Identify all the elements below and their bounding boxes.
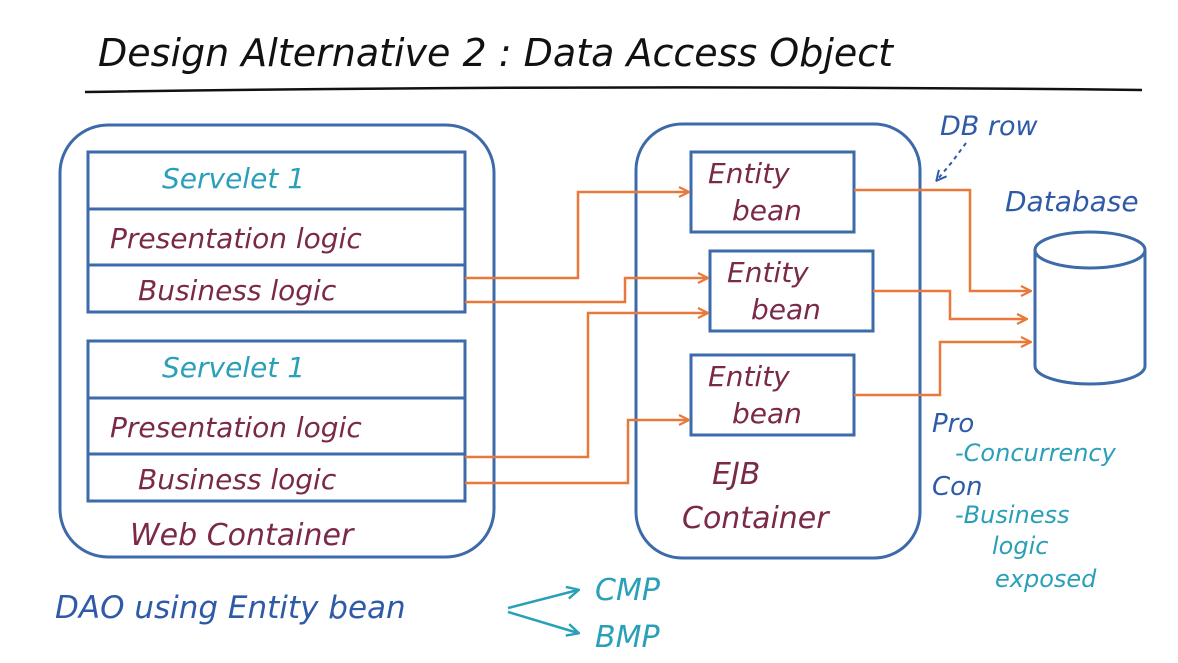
arrow-business1-to-bean1 — [465, 192, 688, 280]
entity-bean-sublabel: bean — [732, 194, 802, 227]
pros-cons: Pro -Concurrency Con -Business logic exp… — [932, 409, 1117, 593]
footer-option-bmp: BMP — [595, 620, 660, 655]
servlet-label: Servelet 1 — [162, 162, 305, 195]
con-heading: Con — [932, 472, 983, 502]
database-body — [1033, 250, 1147, 386]
pro-item: -Concurrency — [955, 439, 1117, 467]
ejb-label-line1: EJB — [712, 457, 760, 492]
pro-heading: Pro — [932, 409, 974, 439]
web-container: Servelet 1 Presentation logic Business l… — [58, 123, 496, 559]
footer-option-cmp: CMP — [595, 573, 661, 608]
entity-bean-label: Entity — [727, 256, 809, 289]
footer-note: DAO using Entity bean CMP BMP — [55, 573, 661, 655]
entity-bean-3: Entity bean — [689, 353, 856, 437]
entity-bean-box — [689, 150, 856, 234]
database-label: Database — [1005, 185, 1139, 218]
footer-arrow-cmp — [507, 590, 578, 610]
servlet-label: Servelet 1 — [162, 351, 305, 384]
diagram-title: Design Alternative 2 : Data Access Objec… — [98, 31, 895, 75]
entity-bean-1: Entity bean — [689, 150, 856, 234]
ejb-container-outline — [634, 122, 922, 560]
arrow-bean1-to-db — [854, 188, 1030, 291]
web-group-2-box — [86, 339, 467, 503]
con-item: exposed — [995, 565, 1097, 593]
arrow-bean3-to-db — [854, 342, 1030, 397]
business-logic-label: Business logic — [138, 274, 337, 307]
bean-to-db-arrows — [854, 188, 1030, 397]
entity-bean-label: Entity — [708, 157, 790, 190]
con-item: logic — [992, 532, 1048, 560]
db-row-pointer — [937, 142, 967, 180]
web-group-1-box — [86, 150, 467, 314]
entity-bean-label: Entity — [708, 360, 790, 393]
entity-bean-2: Entity bean — [708, 249, 875, 333]
presentation-logic-label: Presentation logic — [110, 411, 362, 444]
db-row-label: DB row — [940, 111, 1039, 142]
database-top — [1033, 230, 1147, 270]
entity-bean-sublabel: bean — [732, 397, 802, 430]
entity-bean-sublabel: bean — [751, 293, 821, 326]
database: Database — [1005, 185, 1147, 386]
web-group-1: Servelet 1 Presentation logic Business l… — [86, 150, 467, 314]
arrow-business1-to-bean2 — [465, 278, 707, 304]
title-underline — [84, 86, 1143, 94]
con-item: -Business — [955, 501, 1070, 529]
footer-arrow-bmp — [507, 610, 578, 633]
ejb-label-line2: Container — [682, 501, 830, 536]
web-to-bean-arrows — [465, 192, 707, 485]
presentation-logic-label: Presentation logic — [110, 222, 362, 255]
web-container-label: Web Container — [130, 518, 355, 553]
arrow-business2-to-bean3 — [465, 420, 688, 485]
web-container-outline — [58, 123, 496, 559]
footer-text: DAO using Entity bean — [55, 590, 406, 626]
business-logic-label: Business logic — [138, 463, 337, 496]
arrow-business2-to-bean2 — [465, 313, 707, 459]
web-group-2: Servelet 1 Presentation logic Business l… — [86, 339, 467, 503]
arrow-bean2-to-db — [873, 289, 1026, 319]
